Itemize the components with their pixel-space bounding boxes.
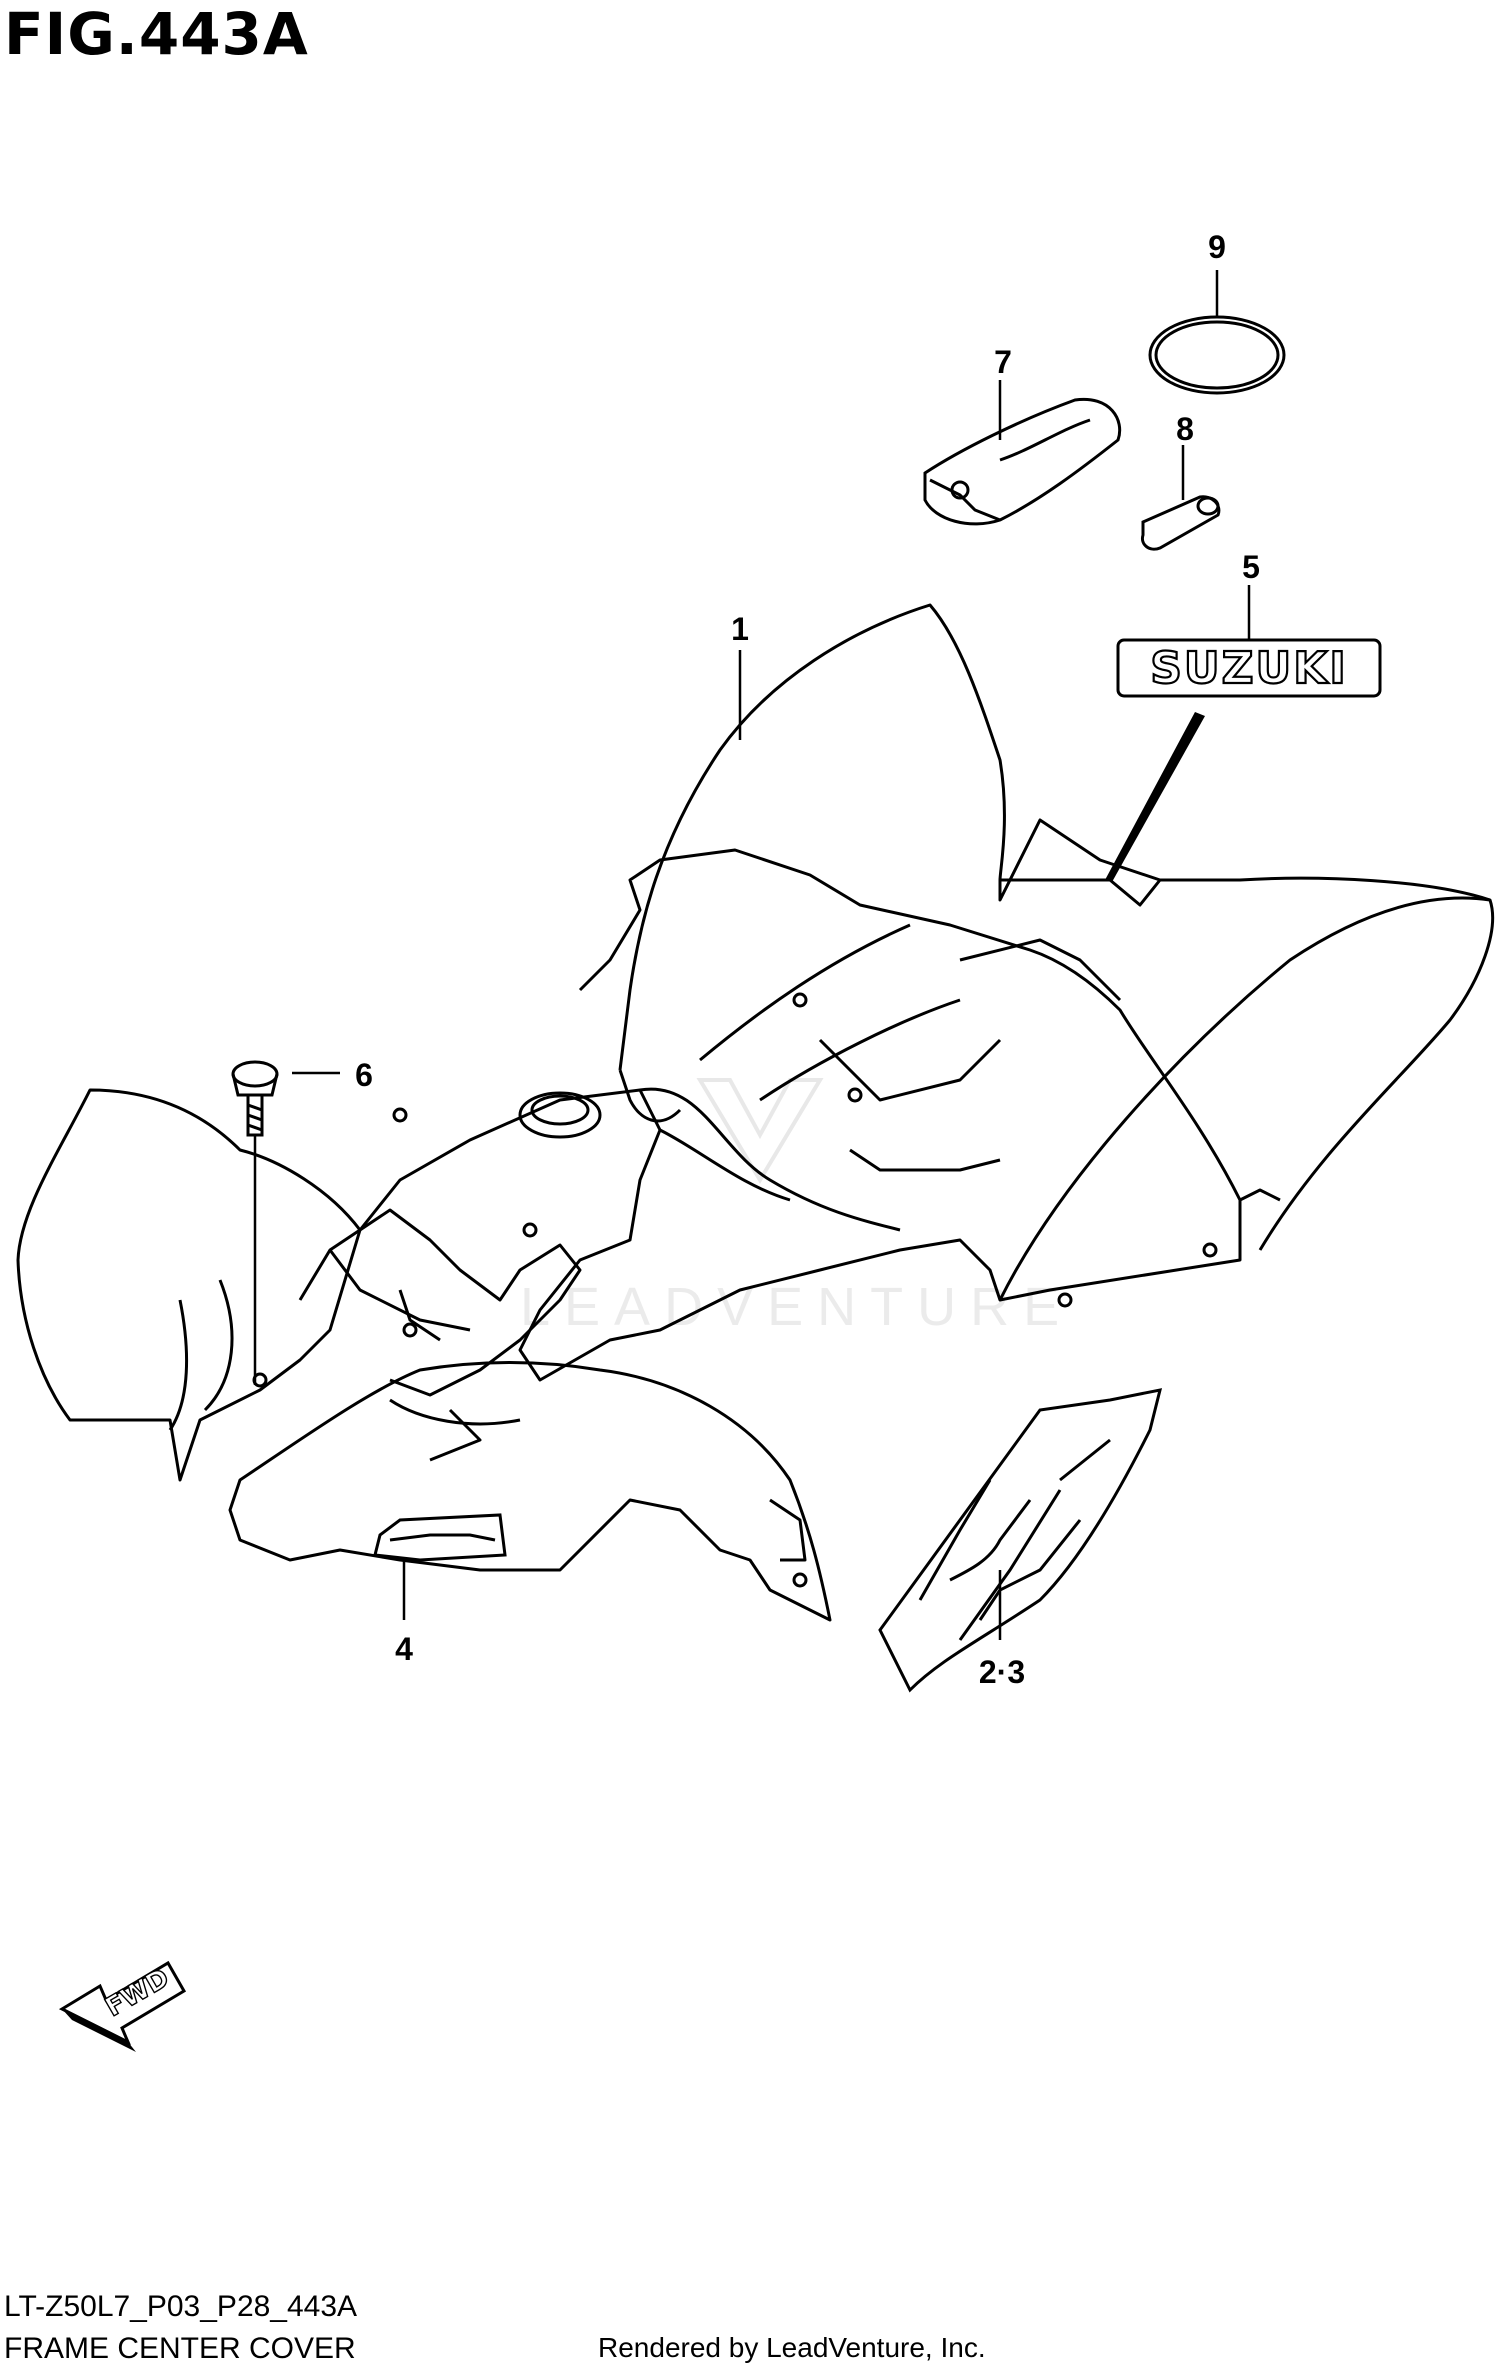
callout-1: 1	[731, 611, 749, 647]
callout-9: 9	[1208, 229, 1226, 265]
figure-code: LT-Z50L7_P03_P28_443A	[4, 2290, 358, 2323]
callout-2-3: 2·3	[979, 1654, 1025, 1690]
part-4-decal	[373, 1513, 507, 1562]
leader-lines	[253, 270, 1251, 1640]
callout-8: 8	[1176, 411, 1194, 447]
callout-7: 7	[994, 344, 1012, 380]
part-6-screw	[231, 1060, 279, 1137]
figure-title: FIG.443A	[4, 0, 309, 68]
emblem-text: SUZUKI	[1150, 643, 1348, 694]
figure-name: FRAME CENTER COVER	[4, 2332, 356, 2365]
rendered-by-credit: Rendered by LeadVenture, Inc.	[598, 2332, 986, 2363]
part-9-ring	[1148, 315, 1286, 395]
emblem-leader-wedge	[1105, 712, 1205, 882]
part-8-pin	[1140, 495, 1221, 551]
leadventure-watermark: LEADVENTURE	[520, 1078, 1073, 1337]
part-1-frame-center-cover	[16, 603, 1495, 1622]
callout-6: 6	[355, 1057, 373, 1093]
callout-4: 4	[395, 1631, 413, 1667]
part-5-suzuki-emblem: SUZUKI	[1116, 638, 1382, 698]
part-7-cover	[923, 397, 1122, 526]
callout-5: 5	[1242, 549, 1260, 585]
watermark-text: LEADVENTURE	[520, 1277, 1073, 1337]
part-2-3-side-decal	[878, 1388, 1163, 1693]
fwd-arrow: FWD	[58, 1960, 187, 2052]
